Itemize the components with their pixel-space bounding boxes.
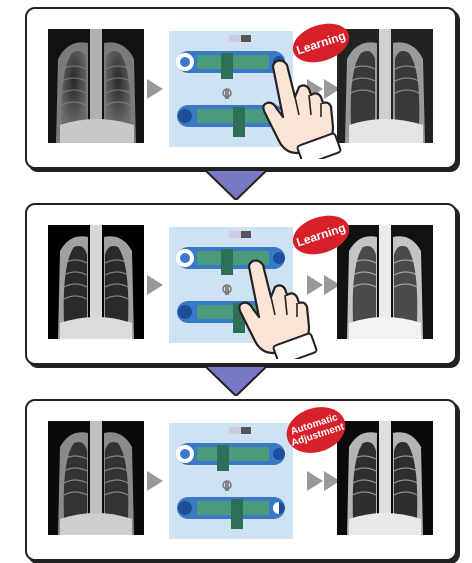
chest-xray-original <box>48 225 144 339</box>
step-panel-3: Automatic Adjustment <box>25 399 457 561</box>
double-right-arrow-icon <box>307 275 341 295</box>
learning-badge: Learning <box>291 23 351 63</box>
chest-xray-original <box>48 29 144 143</box>
double-right-arrow-icon <box>307 471 341 491</box>
right-arrow-icon <box>147 275 163 295</box>
automatic-adjustment-badge: Automatic Adjustment <box>285 406 347 454</box>
right-arrow-icon <box>147 471 163 491</box>
step-panel-2: Learning <box>25 203 457 365</box>
adjustment-control-panel <box>169 31 293 147</box>
learning-badge: Learning <box>291 215 351 255</box>
down-arrow-icon <box>205 170 267 200</box>
down-arrow-icon <box>205 366 267 396</box>
right-arrow-icon <box>147 79 163 99</box>
chest-xray-original <box>48 421 144 535</box>
adjustment-control-panel <box>169 227 293 343</box>
step-panel-1: Learning <box>25 7 457 169</box>
double-right-arrow-icon <box>307 79 341 99</box>
adjustment-control-panel <box>169 423 293 539</box>
